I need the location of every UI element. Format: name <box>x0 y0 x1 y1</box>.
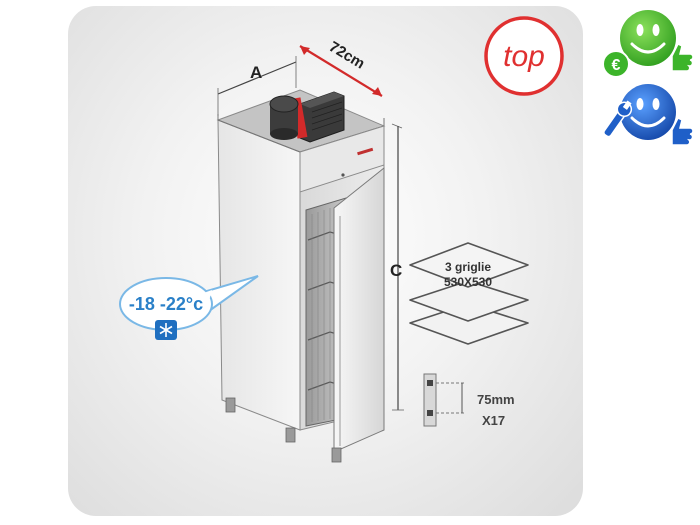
shelves-graphic: 3 griglie 530X530 <box>409 242 529 345</box>
rail-count-label: X17 <box>482 413 505 428</box>
shelves-count-label: 3 griglie <box>445 260 491 274</box>
dimension-c: C <box>390 123 404 411</box>
dimension-width-label: 72cm <box>326 38 368 72</box>
svg-text:€: € <box>612 57 621 74</box>
top-badge: top <box>484 16 564 96</box>
top-badge-text: top <box>503 40 545 73</box>
compressor-unit <box>269 91 345 143</box>
dimension-c-label: C <box>390 261 402 280</box>
dimension-width: 72cm <box>299 38 383 97</box>
dimension-a-label: A <box>250 63 262 82</box>
snowflake-icon <box>155 320 177 340</box>
rail-spacing-label: 75mm <box>477 392 515 407</box>
temperature-text: -18 -22°c <box>129 294 203 314</box>
dimension-a: A <box>217 56 297 116</box>
smiley-wrench-thumbs-up-icon <box>603 84 694 146</box>
temperature-callout: -18 -22°c <box>119 275 259 340</box>
shelves-size-label: 530X530 <box>444 275 492 289</box>
smiley-euro-thumbs-up-icon: € <box>602 10 694 78</box>
freezer-cabinet <box>216 89 386 463</box>
rail-spacing-graphic: 75mm X17 <box>423 373 515 428</box>
